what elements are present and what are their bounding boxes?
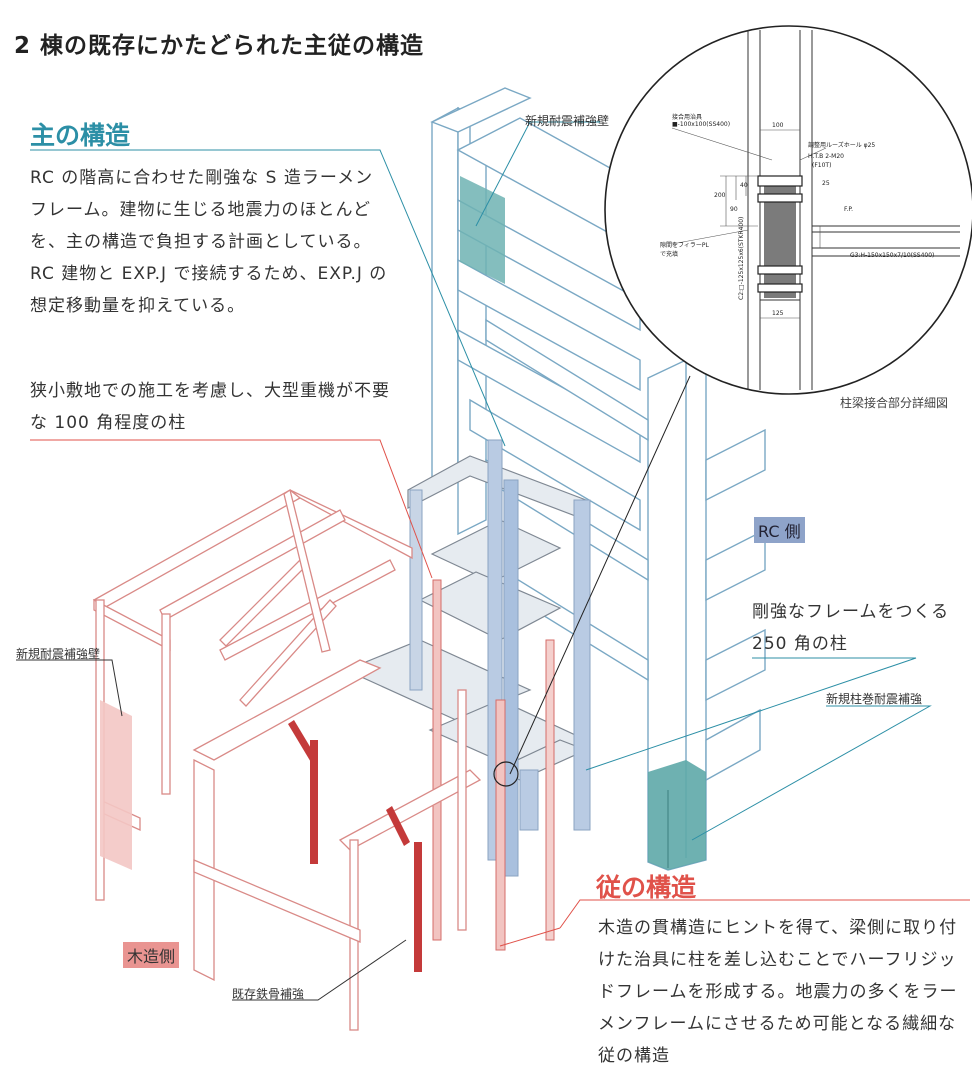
sub-structure-description: 木造の貫構造にヒントを得て、梁側に取り付けた治具に柱を差し込むことでハーフリジッ…: [598, 918, 958, 1066]
main-structure-heading: 主の構造: [30, 121, 131, 150]
detail-note-filler2: で充填: [660, 251, 679, 258]
detail-caption: 柱梁接合部分詳細図: [840, 396, 949, 410]
main-structure-description: RC の階高に合わせた剛強な S 造ラーメンフレーム。建物に生じる地震力のほとん…: [30, 168, 388, 316]
detail-note-htb: H.T.B 2-M20: [808, 153, 844, 160]
wood-new-shear-wall: [100, 700, 132, 870]
detail-dim-125: 125: [772, 310, 784, 317]
column-250-note: 剛強なフレームをつくる 250 角の柱: [752, 602, 950, 654]
detail-dim-40: 40: [740, 182, 748, 189]
detail-dim-200: 200: [714, 192, 726, 199]
label-rc-side: RC 側: [754, 517, 805, 543]
joint-focus-circle: [493, 761, 519, 787]
sub-red-columns: [432, 579, 555, 951]
label-wood-side: 木造側: [123, 942, 180, 968]
detail-note-jig: 接合用治具: [672, 114, 703, 121]
detail-dim-25: 25: [822, 180, 830, 187]
page-title: 2 棟の既存にかたどられた主従の構造: [14, 33, 425, 59]
sub-structure-heading: 従の構造: [596, 873, 697, 902]
detail-note-filler: 隙間をフィラーPL: [660, 242, 709, 249]
detail-note-htb-grade: (F10T): [812, 162, 832, 169]
label-existing-steel: 既存鉄骨補強: [232, 987, 305, 1001]
label-column-wrap: 新規柱巻耐震補強: [826, 692, 923, 706]
rc-column-wrap: [648, 760, 706, 870]
existing-steel-reinforcement: [288, 720, 422, 972]
detail-note-column: C2:□-125x125x6(STKR400): [738, 216, 745, 300]
detail-dim-90: 90: [730, 206, 738, 213]
detail-note-loose-hole: 調整用ルーズホール φ25: [808, 142, 876, 149]
joint-detail-circle: [604, 25, 972, 395]
label-new-wall-top: 新規耐震補強壁: [525, 114, 610, 128]
column-100-note: 狭小敷地での施工を考慮し、大型重機が不要な 100 角程度の柱: [30, 381, 390, 433]
label-new-wall-left: 新規耐震補強壁: [16, 647, 101, 661]
rc-new-shear-wall: [460, 176, 505, 284]
detail-dim-100: 100: [772, 122, 784, 129]
leader-lines: [16, 121, 970, 1001]
detail-note-fp: F.P.: [844, 206, 853, 213]
detail-note-beam: G3:H-150x150x7/10(SS400): [850, 252, 935, 259]
wood-frame: [92, 488, 482, 1031]
detail-note-jig-size: ■-100x100(SS400): [672, 121, 731, 128]
